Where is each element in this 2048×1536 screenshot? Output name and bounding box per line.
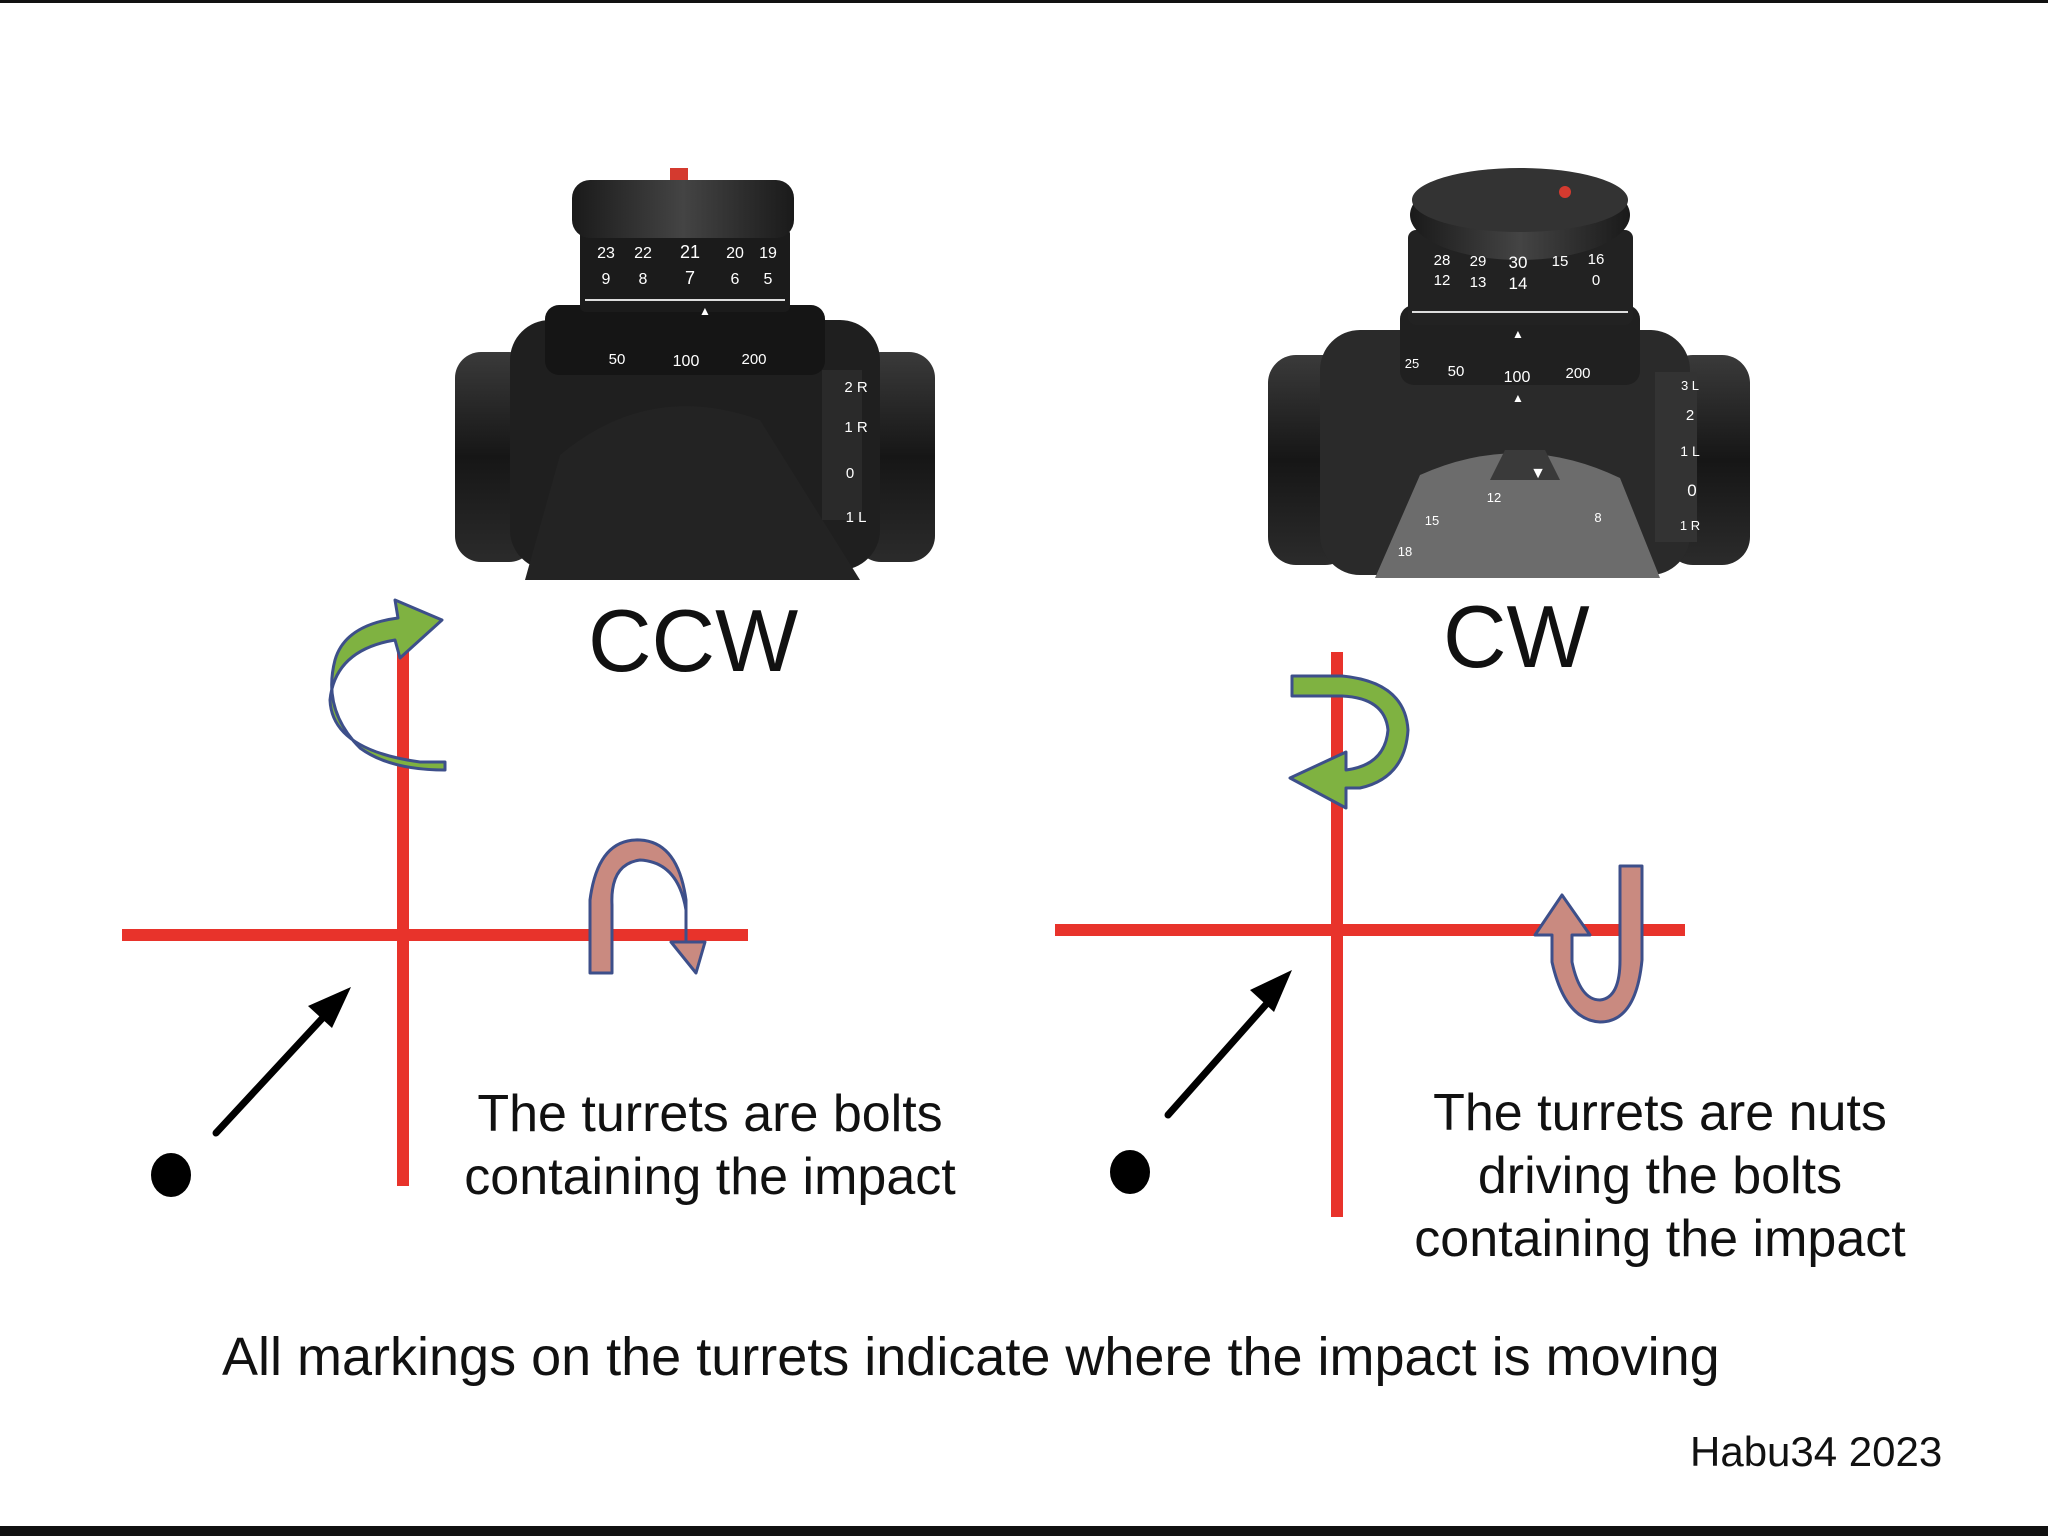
right-windage-rotation-arrow [1533, 864, 1644, 1024]
left-note-line: The turrets are bolts [477, 1085, 943, 1143]
right-zoom-mark: 12 [1487, 490, 1501, 505]
footer-caption: All markings on the turrets indicate whe… [222, 1327, 1720, 1387]
right-windage-scale [1655, 372, 1697, 542]
right-note-line: The turrets are nuts [1433, 1084, 1887, 1142]
right-dial-numbers: 28 29 30 15 16 12 13 14 0 25 50 100 200 … [1398, 251, 1700, 559]
left-parallax-mark: 50 [609, 351, 626, 368]
right-dial-lower: 12 [1434, 272, 1451, 289]
right-scope-ocular [1375, 453, 1660, 578]
right-windage-mark: 1 R [1680, 518, 1700, 533]
left-dial-upper: 23 [597, 245, 615, 262]
left-impact-dot [151, 1153, 191, 1197]
left-windage-mark: 2 R [844, 379, 868, 396]
right-dial-upper: 30 [1509, 253, 1528, 272]
left-windage-mark: 0 [846, 465, 854, 482]
right-zoom-mark: 8 [1594, 510, 1601, 525]
left-parallax-mark: 200 [741, 351, 766, 368]
left-windage-mark: 1 R [844, 419, 868, 436]
right-cap-red-dot [1559, 186, 1571, 198]
right-direction-label: CW [1443, 587, 1590, 686]
right-windage-mark: 1 L [1680, 443, 1700, 459]
right-dial-lower: 0 [1592, 272, 1600, 289]
left-center-mark: ▲ [699, 304, 711, 318]
left-horizontal-line [122, 929, 748, 941]
right-windage-mark: 2 [1686, 407, 1694, 424]
left-dial-lower: 8 [639, 271, 648, 288]
left-windage-scale [822, 370, 862, 520]
right-center-mark: ▲ [1512, 327, 1524, 341]
right-zoom-mark: 15 [1425, 513, 1439, 528]
left-cap-red-dot [670, 168, 688, 180]
right-parallax-mark: 50 [1448, 363, 1465, 380]
left-elevation-rotation-arrow [328, 598, 447, 772]
left-scope-tube [525, 406, 860, 580]
right-parallax-mark: 200 [1565, 365, 1590, 382]
right-note-line: containing the impact [1414, 1210, 1906, 1268]
left-dial-upper: 21 [680, 242, 700, 262]
left-note: The turrets are bolts containing the imp… [420, 1083, 1000, 1209]
left-dial-numbers: 23 22 21 20 19 9 8 7 6 5 50 100 200 2 R … [597, 242, 868, 526]
left-dial-upper: 19 [759, 245, 777, 262]
right-dial-lower: 14 [1509, 274, 1528, 293]
right-cap-top [1412, 168, 1628, 232]
left-dial-lower: 7 [685, 268, 695, 288]
left-note-line: containing the impact [464, 1148, 956, 1206]
left-dial-lower: 9 [602, 271, 611, 288]
right-dial-upper: 28 [1434, 252, 1451, 269]
right-impact-dot [1110, 1150, 1150, 1194]
right-ocular-lug [1490, 450, 1560, 480]
left-turret-cap [572, 180, 794, 238]
left-dial-lower: 5 [764, 271, 773, 288]
left-dial-upper: 20 [726, 245, 744, 262]
left-parallax-mark: 100 [673, 353, 700, 370]
left-vertical-line [397, 608, 409, 1186]
right-parallax-mark: 25 [1405, 356, 1419, 371]
left-direction-label: CCW [588, 591, 799, 690]
right-pointer-arrow [1164, 970, 1292, 1119]
left-windage-mark: 1 L [846, 509, 867, 526]
right-zoom-mark: 18 [1398, 544, 1412, 559]
right-dial-upper: 16 [1588, 251, 1605, 268]
right-dial-lower: 13 [1470, 274, 1487, 291]
left-elevation-dial [580, 228, 790, 312]
right-horizontal-line [1055, 924, 1685, 936]
left-windage-rotation-arrow [588, 838, 707, 975]
top-border [0, 0, 2048, 3]
right-windage-mark: 3 L [1681, 378, 1699, 393]
right-ocular-mark: ▼ [1530, 465, 1546, 482]
right-vertical-line [1331, 652, 1343, 1217]
right-elevation-rotation-arrow [1288, 674, 1410, 810]
right-windage-mark: 0 [1687, 481, 1696, 500]
left-dial-lower: 6 [731, 271, 740, 288]
left-pointer-arrow [212, 987, 351, 1137]
credit-label: Habu34 2023 [1690, 1428, 1943, 1475]
left-turret-image: ▲ [455, 168, 935, 580]
left-dial-upper: 22 [634, 245, 652, 262]
left-parallax-ring [545, 305, 825, 375]
right-dial-upper: 29 [1470, 253, 1487, 270]
right-center-mark-lower: ▲ [1512, 391, 1524, 405]
right-note: The turrets are nuts driving the bolts c… [1365, 1082, 1955, 1271]
bottom-border [0, 1526, 2048, 1536]
right-turret-image: ▼ ▲ ▲ [1268, 168, 1750, 578]
right-dial-upper: 15 [1552, 253, 1569, 270]
right-note-line: driving the bolts [1477, 1147, 1843, 1205]
right-parallax-mark: 100 [1504, 369, 1531, 386]
